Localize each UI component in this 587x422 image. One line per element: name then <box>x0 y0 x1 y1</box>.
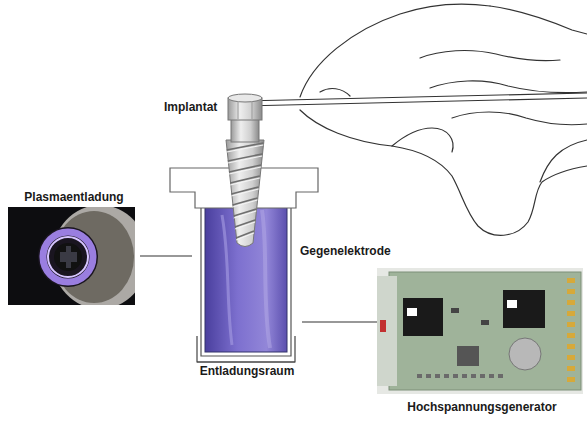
node-label: Entladungsraum <box>192 364 302 378</box>
thread-highlight <box>227 145 264 152</box>
thread-highlight <box>233 200 258 207</box>
part-label: Gegenelektrode <box>300 244 391 258</box>
thread-highlight <box>230 178 260 185</box>
node-label: Plasmaentladung <box>8 190 140 204</box>
hand-sketch <box>300 4 587 235</box>
part-label: Implantat <box>164 100 217 114</box>
implant <box>226 94 264 247</box>
thread-highlight <box>228 156 262 163</box>
photo-panel: Hochspannungsgenerator <box>377 268 587 418</box>
node-label: Hochspannungsgenerator <box>377 400 587 414</box>
photo-panel: Plasmaentladung <box>8 190 140 307</box>
thread-highlight <box>235 222 255 229</box>
thread-highlight <box>229 167 261 174</box>
probe <box>246 93 587 106</box>
thread-highlight <box>231 189 258 196</box>
leader-line <box>302 321 377 322</box>
thread-highlight <box>236 233 254 240</box>
thread-highlight <box>234 211 257 218</box>
leader-line <box>140 255 192 256</box>
generator-board-photo <box>377 268 583 394</box>
plasma-photo <box>8 207 135 305</box>
chamber-box: Entladungsraum <box>192 198 302 383</box>
